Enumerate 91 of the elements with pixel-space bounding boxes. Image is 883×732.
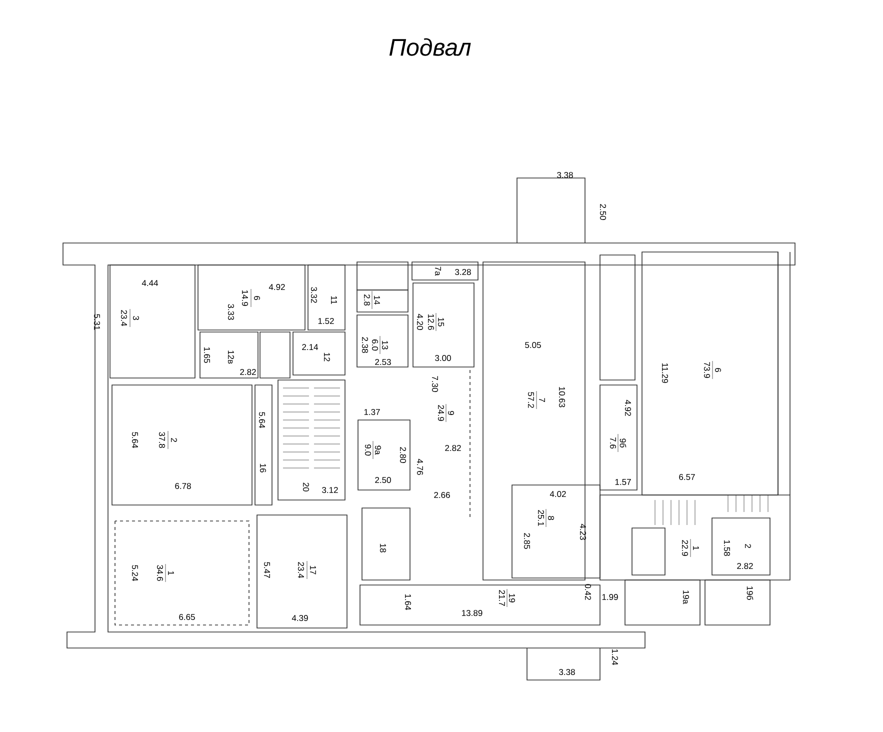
room-number: 17 xyxy=(310,566,316,574)
room-number: 12в xyxy=(228,350,234,364)
room-number: 12 xyxy=(324,352,330,362)
title: Подвал xyxy=(389,38,471,56)
dimension-label: 4.39 xyxy=(292,615,308,622)
dimension-label: 7.30 xyxy=(432,376,438,392)
room-area: 6.0 xyxy=(372,340,378,351)
dimension-label: 4.44 xyxy=(142,280,158,286)
room-area: 2.8 xyxy=(364,294,370,306)
dimension-label: 3.00 xyxy=(435,355,451,361)
room-number: 6 xyxy=(715,368,721,372)
dimension-label: 5.64 xyxy=(259,412,265,428)
room-area: 23.4 xyxy=(298,562,304,578)
room-area: 23.4 xyxy=(121,310,127,326)
dimension-label: 2.82 xyxy=(737,563,753,570)
dimension-label: 1.65 xyxy=(204,347,210,363)
room-number: 8 xyxy=(548,516,554,520)
room-number: 3 xyxy=(133,316,139,320)
room-area: 9.0 xyxy=(365,444,371,456)
room-area: 22.9 xyxy=(682,540,688,556)
room-number: 7а xyxy=(435,266,441,276)
room-number: 16 xyxy=(260,464,266,472)
dimension-label: 4.92 xyxy=(268,284,285,290)
dimension-label: 6.65 xyxy=(179,614,195,620)
dimension-label: 1.24 xyxy=(612,649,618,666)
dimension-label: 1.37 xyxy=(364,409,380,415)
dimension-label: 13.89 xyxy=(462,610,482,616)
dimension-label: 5.31 xyxy=(94,314,100,330)
room-area: 37.8 xyxy=(159,432,165,448)
room-number: 14 xyxy=(374,296,380,304)
dimension-label: 4.76 xyxy=(417,458,423,475)
room-number: 15 xyxy=(438,318,444,326)
dimension-label: 10.63 xyxy=(559,387,565,408)
dimension-label: 0.42 xyxy=(585,584,591,600)
dimension-label: 2.14 xyxy=(302,344,318,350)
room-area: 12.6 xyxy=(428,314,434,330)
dimension-label: 4.02 xyxy=(550,491,566,498)
dimension-label: 6.78 xyxy=(175,483,191,490)
room-area: 21.7 xyxy=(499,590,505,606)
room-number: 19 xyxy=(509,594,515,602)
dimension-label: 5.64 xyxy=(132,432,138,448)
room-number: 6 xyxy=(254,296,260,300)
room-number: 19б xyxy=(746,586,754,600)
room-number: 20 xyxy=(303,482,309,492)
dimension-label: 2.82 xyxy=(240,369,256,375)
dimension-label: 1.52 xyxy=(318,318,334,324)
room-area: 24.9 xyxy=(438,405,444,421)
dimension-label: 2.66 xyxy=(434,492,450,498)
dimension-label: 2.82 xyxy=(445,445,461,451)
room-number: 2 xyxy=(171,438,177,442)
dimension-label: 11.29 xyxy=(662,363,668,383)
dimension-label: 1.64 xyxy=(405,594,411,610)
dimension-label: 4.92 xyxy=(625,400,631,416)
dimension-label: 5.24 xyxy=(132,565,138,582)
dimension-label: 3.12 xyxy=(322,487,338,494)
dimension-label: 4.23 xyxy=(580,524,586,540)
dimension-label: 5.47 xyxy=(264,562,270,578)
dimension-label: 3.28 xyxy=(455,269,471,275)
dimension-label: 5.05 xyxy=(525,342,541,348)
dimension-label: 1.99 xyxy=(602,594,618,600)
dimension-label: 2.50 xyxy=(600,204,606,220)
dimension-label: 3.38 xyxy=(557,172,573,178)
room-number: 7 xyxy=(539,398,545,402)
room-number: 13 xyxy=(382,340,388,350)
room-number: 9б xyxy=(620,438,626,448)
dimension-label: 2.80 xyxy=(400,447,406,463)
dimension-label: 6.57 xyxy=(679,474,695,480)
room-number: 2 xyxy=(745,544,751,548)
dimension-label: 4.20 xyxy=(417,314,423,330)
room-area: 7.6 xyxy=(610,438,616,449)
room-number: 1 xyxy=(693,546,699,550)
dimension-label: 2.53 xyxy=(375,359,391,365)
room-area: 25.1 xyxy=(538,510,544,526)
room-area: 34.6 xyxy=(157,565,163,581)
room-number: 19а xyxy=(683,590,689,604)
room-number: 1 xyxy=(168,571,174,575)
room-number: 11 xyxy=(331,296,337,304)
dimension-label: 3.32 xyxy=(311,287,317,303)
dimension-label: 2.85 xyxy=(524,533,530,549)
dimension-label: 1.57 xyxy=(615,479,631,485)
dimension-label: 2.38 xyxy=(362,337,368,353)
room-area: 73.9 xyxy=(704,362,710,378)
room-area: 14.9 xyxy=(242,290,248,306)
room-number: 9а xyxy=(375,446,381,455)
dimension-label: 3.33 xyxy=(228,304,234,320)
dimension-label: 3.38 xyxy=(559,669,575,676)
room-area: 57.2 xyxy=(528,392,534,408)
dimension-label: 1.58 xyxy=(724,540,730,556)
room-number: 9 xyxy=(448,411,454,415)
dimension-label: 2.50 xyxy=(375,477,391,484)
room-number: 18 xyxy=(380,544,386,552)
